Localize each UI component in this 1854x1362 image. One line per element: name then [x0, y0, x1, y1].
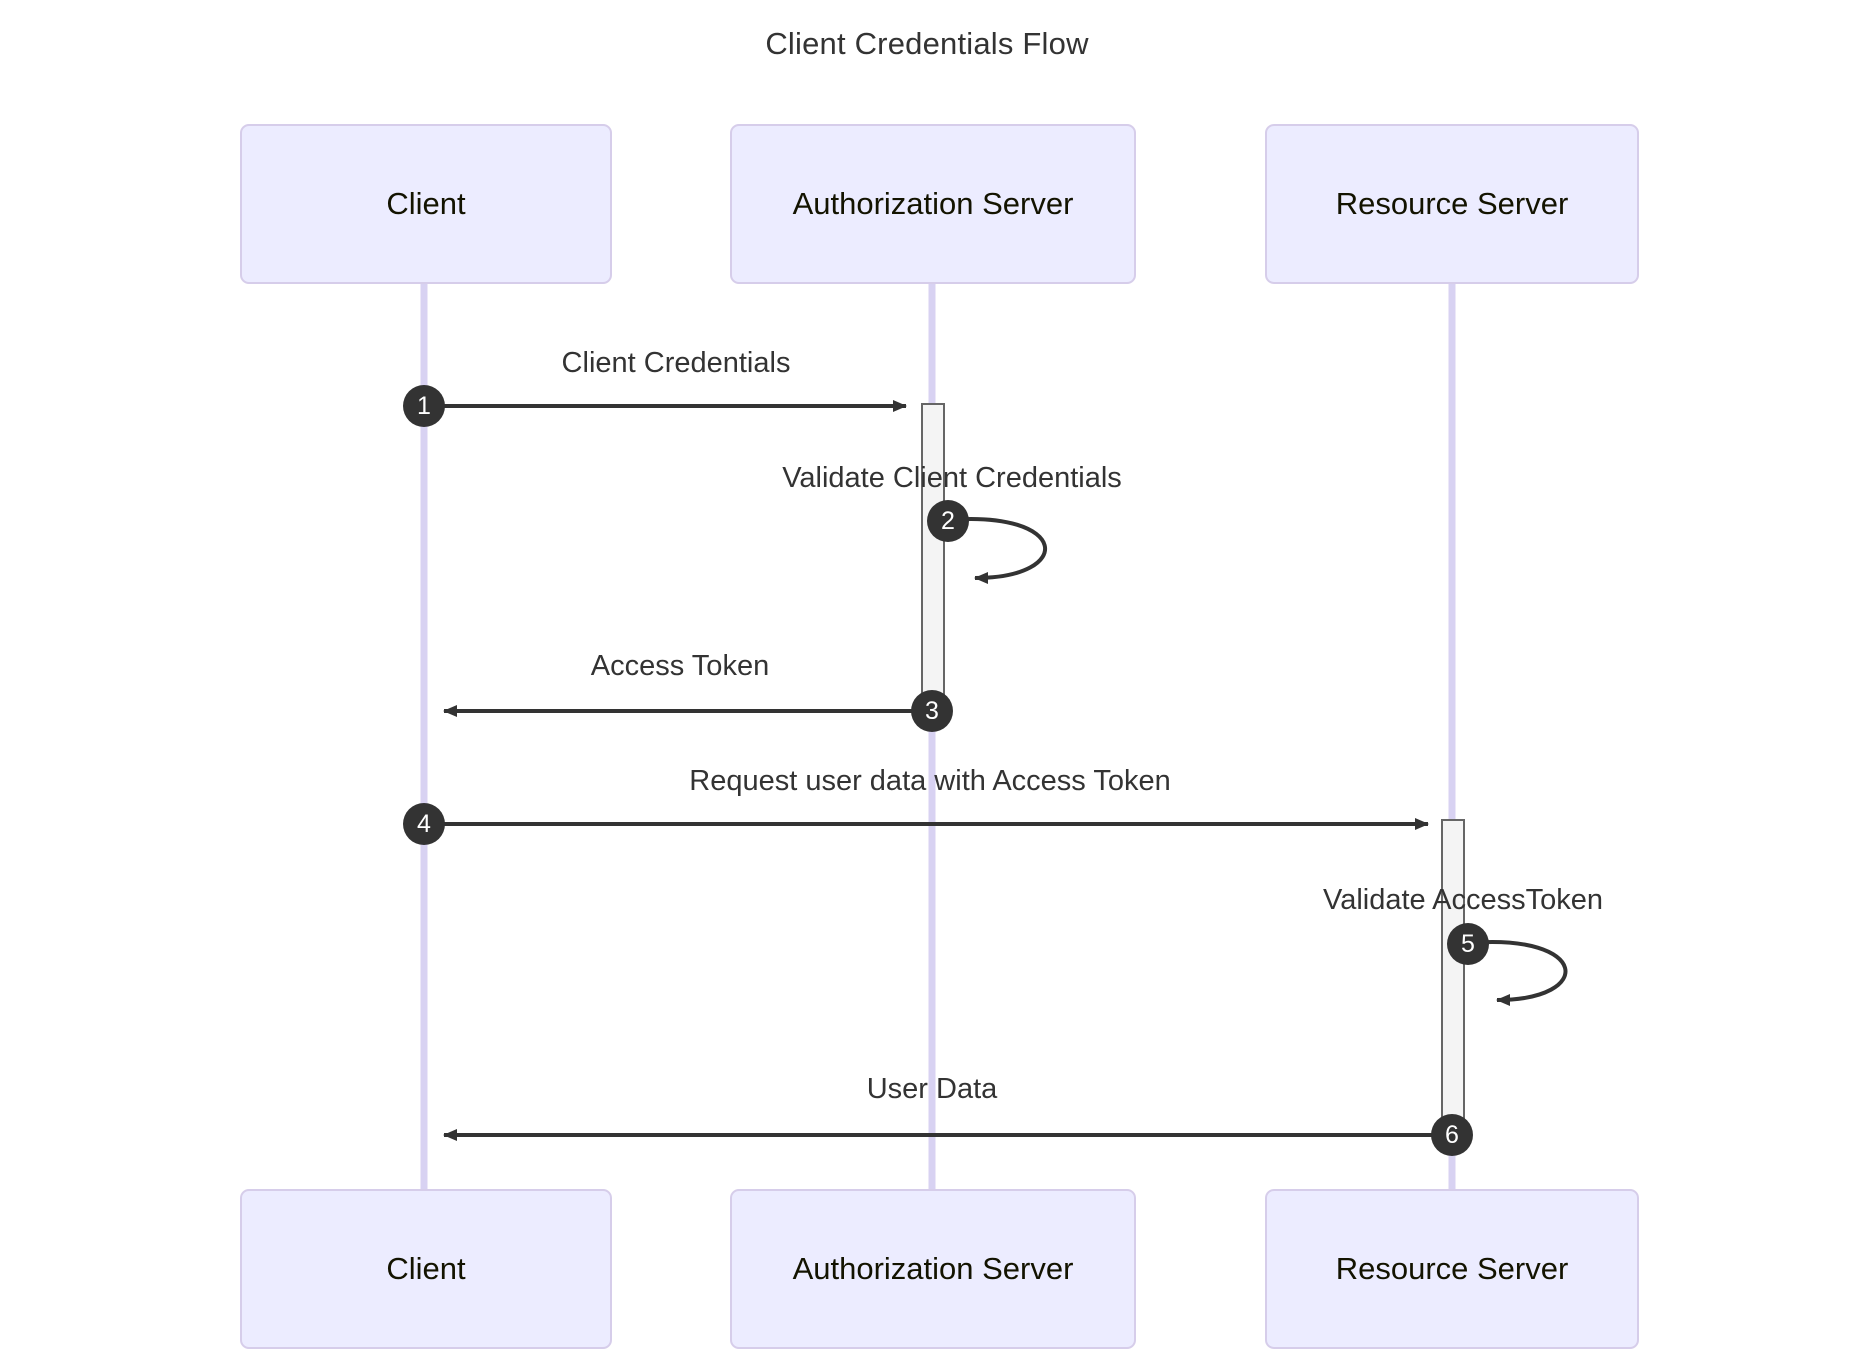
actor-label-resource-server-top: Resource Server: [1335, 186, 1569, 221]
actor-box-authorization-server-top[interactable]: Authorization Server: [730, 124, 1136, 284]
actor-box-client-bottom[interactable]: Client: [240, 1189, 612, 1349]
message-label-6: User Data: [866, 1073, 998, 1105]
activation-bar-resource-server: [1441, 819, 1465, 1141]
actor-label-authorization-server-top: Authorization Server: [792, 186, 1074, 221]
message-label-3: Access Token: [590, 650, 770, 682]
actor-box-resource-server-bottom[interactable]: Resource Server: [1265, 1189, 1639, 1349]
activation-bar-authorization-server: [921, 403, 945, 717]
message-label-1: Client Credentials: [561, 347, 791, 379]
page-title: Client Credentials Flow: [765, 26, 1089, 61]
sequence-badge-4: 4: [403, 803, 445, 845]
actor-box-authorization-server-bottom[interactable]: Authorization Server: [730, 1189, 1136, 1349]
actor-box-resource-server-top[interactable]: Resource Server: [1265, 124, 1639, 284]
actor-label-client-top: Client: [386, 186, 466, 221]
message-selfloop-5: [1467, 940, 1568, 1006]
sequence-badge-6: 6: [1431, 1114, 1473, 1156]
actor-label-client-bottom: Client: [386, 1251, 466, 1286]
sequence-badge-1: 1: [403, 385, 445, 427]
actor-label-authorization-server-bottom: Authorization Server: [792, 1251, 1074, 1286]
sequence-badge-3: 3: [911, 690, 953, 732]
message-label-5: Validate AccessToken: [1323, 884, 1603, 916]
message-selfloop-2: [946, 517, 1047, 584]
sequence-badge-5: 5: [1447, 923, 1489, 965]
message-label-4: Request user data with Access Token: [689, 765, 1171, 797]
actor-box-client-top[interactable]: Client: [240, 124, 612, 284]
message-label-2: Validate Client Credentials: [782, 462, 1122, 494]
sequence-badge-2: 2: [927, 500, 969, 542]
actor-label-resource-server-bottom: Resource Server: [1335, 1251, 1569, 1286]
